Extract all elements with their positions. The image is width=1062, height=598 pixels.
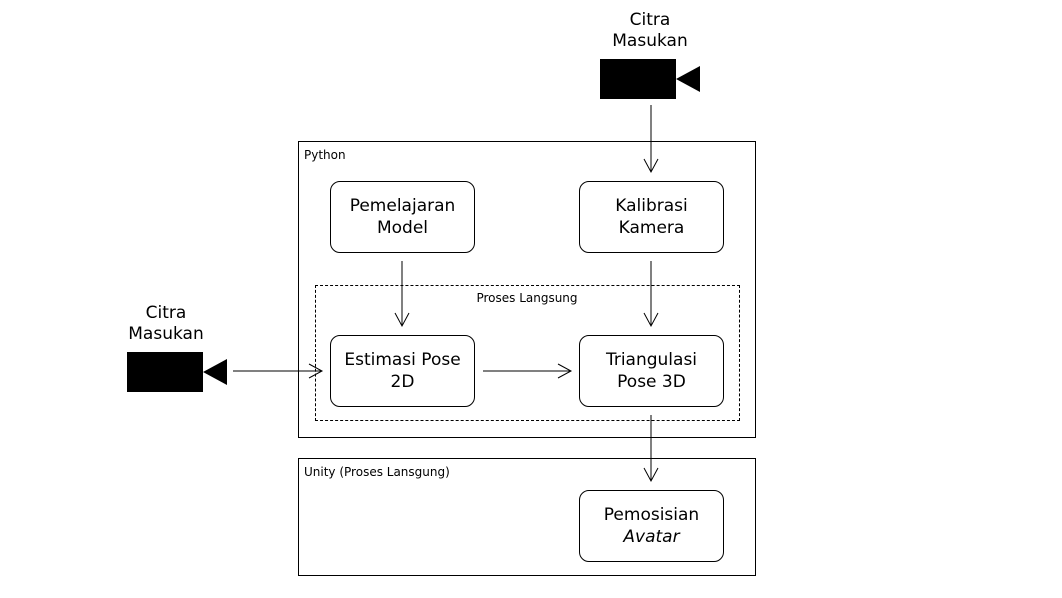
camera-calibration-node: Kalibrasi Kamera <box>579 181 724 253</box>
pose-2d-line2: 2D <box>390 372 415 392</box>
camera-calibration-line2: Kamera <box>618 218 685 238</box>
top-input-line1: Citra <box>629 10 671 30</box>
left-input-line1: Citra <box>145 303 187 323</box>
model-training-node: Pemelajaran Model <box>330 181 475 253</box>
triangulation-line1: Triangulasi <box>605 350 698 370</box>
avatar-line1: Pemosisian <box>603 505 700 525</box>
video-camera-icon <box>127 352 227 392</box>
unity-container <box>298 458 756 576</box>
top-input-label: Citra Masukan <box>612 10 687 52</box>
python-container-label: Python <box>304 148 346 162</box>
live-process-label: Proses Langsung <box>476 291 578 305</box>
pose-3d-triangulation-node: Triangulasi Pose 3D <box>579 335 724 407</box>
model-training-line2: Model <box>376 218 429 238</box>
pose-2d-estimation-node: Estimasi Pose 2D <box>330 335 475 407</box>
python-container <box>298 141 756 438</box>
video-camera-icon <box>600 59 700 99</box>
top-input-line2: Masukan <box>612 31 688 51</box>
triangulation-line2: Pose 3D <box>617 372 686 392</box>
left-input-label: Citra Masukan <box>128 303 203 345</box>
avatar-line2: Avatar <box>623 527 680 547</box>
pose-2d-line1: Estimasi Pose <box>344 350 461 370</box>
model-training-line1: Pemelajaran <box>349 196 456 216</box>
unity-container-label: Unity (Proses Lansgung) <box>304 465 450 479</box>
camera-calibration-line1: Kalibrasi <box>615 196 688 216</box>
left-input-line2: Masukan <box>128 324 204 344</box>
live-process-group <box>315 285 740 421</box>
avatar-positioning-node: Pemosisian Avatar <box>579 490 724 562</box>
